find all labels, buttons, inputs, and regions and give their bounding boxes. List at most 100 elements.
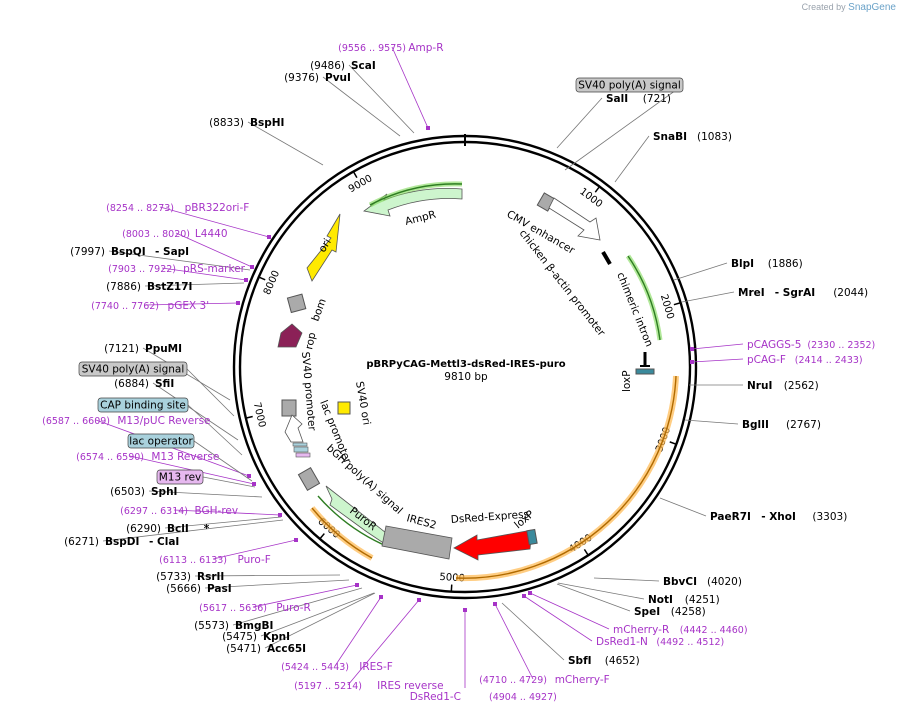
leader-line — [212, 539, 297, 560]
feature-bgh-box[interactable] — [297, 467, 321, 491]
site-label[interactable]: (5475)KpnI — [222, 631, 290, 643]
site-label[interactable]: SalI(721) — [606, 93, 671, 105]
site-position: (721) — [643, 93, 671, 105]
primer-label[interactable]: Puro-F(6113 .. 6133) — [159, 554, 271, 566]
leader-line — [148, 490, 263, 498]
site-label[interactable]: SnaBI(1083) — [653, 131, 732, 143]
primer-range: (4710 .. 4729) — [479, 675, 547, 686]
feature-tag[interactable]: M13 rev — [156, 469, 204, 485]
primer-label[interactable]: mCherry-R(4442 .. 4460) — [613, 624, 748, 636]
leader-lines — [95, 46, 744, 688]
leader-line — [523, 595, 593, 642]
primer-label[interactable]: pCAG-F(2414 .. 2433) — [747, 354, 863, 366]
feature-bom-box[interactable] — [286, 293, 307, 314]
primer-label[interactable]: pBR322ori-F(8254 .. 8273) — [106, 202, 249, 214]
site-label[interactable]: (6503)SphI — [110, 486, 177, 498]
site-position: (4020) — [707, 576, 742, 588]
site-label[interactable]: (7886)BstZ17I — [106, 281, 192, 293]
primer-label[interactable]: mCherry-F(4710 .. 4729) — [479, 674, 610, 686]
site-label[interactable]: (5573)BmgBI — [194, 620, 273, 632]
site-label[interactable]: (9486)ScaI — [310, 60, 376, 72]
site-label[interactable]: (7997)BspQI- SapI — [70, 246, 189, 258]
primer-label[interactable]: DsRed1-N(4492 .. 4512) — [596, 636, 724, 648]
leader-line — [194, 574, 341, 577]
feature-rop-arrow[interactable] — [277, 323, 303, 348]
feature-puror-orange-line — [311, 507, 373, 559]
primer-marker — [247, 474, 251, 478]
site-label[interactable]: (6271)BspDI- ClaI — [64, 536, 179, 548]
feature-sv40-promoter-box[interactable] — [281, 399, 297, 417]
site-label[interactable]: BlpI(1886) — [731, 258, 803, 270]
feature-rop-label: rop — [303, 331, 318, 351]
site-position: (6884) — [114, 378, 149, 390]
leader-line — [494, 603, 534, 680]
site-name: PasI — [207, 583, 232, 595]
primer-range: (5424 .. 5443) — [281, 662, 349, 673]
feature-tag[interactable]: CAP binding site — [97, 397, 189, 413]
primer-label[interactable]: IRES-F(5424 .. 5443) — [281, 661, 393, 673]
site-label[interactable]: (7121)PpuMI — [104, 343, 182, 355]
primer-name: M13 Reverse — [151, 451, 219, 463]
primer-label[interactable]: M13/pUC Reverse(6587 .. 6609) — [42, 415, 210, 427]
site-label[interactable]: SbfI(4652) — [568, 655, 640, 667]
primer-label[interactable]: pRS-marker(7903 .. 7922) — [108, 263, 246, 275]
leader-line — [144, 302, 239, 306]
leader-line — [347, 599, 420, 686]
primer-label[interactable]: pGEX 3'(7740 .. 7762) — [91, 300, 209, 312]
leader-line — [264, 592, 376, 649]
primer-label[interactable]: M13 Reverse(6574 .. 6590) — [76, 451, 219, 463]
site-label[interactable]: BglII(2767) — [742, 419, 821, 431]
primer-name: BGH-rev — [194, 505, 238, 517]
feature-loxp-bottom-box[interactable] — [526, 528, 538, 546]
primer-name: IRES reverse — [377, 680, 444, 692]
brand-watermark: Created by SnapGene — [802, 2, 896, 13]
site-label[interactable]: (5471)Acc65I — [226, 643, 306, 655]
primer-label[interactable]: pCAGGS-5(2330 .. 2352) — [747, 339, 875, 351]
primer-range: (4442 .. 4460) — [680, 625, 748, 636]
site-label[interactable]: NruI(2562) — [747, 380, 819, 392]
feature-ori-arrow[interactable] — [306, 213, 341, 282]
feature-cmv-arrow[interactable] — [548, 197, 601, 241]
site-label[interactable]: SpeI(4258) — [634, 606, 706, 618]
feature-m13-rev-box[interactable] — [295, 452, 311, 458]
feature-tag[interactable]: SV40 poly(A) signal — [78, 361, 188, 377]
primer-label[interactable]: IRES reverse(5197 .. 5214) — [294, 680, 443, 692]
feature-tag-label: CAP binding site — [100, 400, 186, 412]
primer-marker — [244, 278, 248, 282]
feature-puror-green-line — [317, 495, 385, 546]
primer-label[interactable]: L4440(8003 .. 8020) — [122, 228, 227, 240]
feature-dsred-arrow[interactable] — [453, 529, 533, 561]
primer-label[interactable]: BGH-rev(6297 .. 6314) — [120, 505, 238, 517]
feature-cap-site-box[interactable] — [292, 442, 308, 447]
feature-lac-promoter-arrow[interactable] — [284, 414, 304, 443]
feature-ampr-arrow[interactable] — [363, 188, 463, 217]
primer-name: Puro-F — [237, 554, 270, 566]
site-label[interactable]: PaeR7I- XhoI(3303) — [710, 511, 847, 523]
site-label[interactable]: (5733)RsrII — [156, 571, 224, 583]
feature-sv40-ori-box[interactable] — [337, 401, 351, 415]
primer-name: Amp-R — [408, 42, 443, 54]
site-label[interactable]: NotI(4251) — [648, 594, 720, 606]
site-label[interactable]: BbvCI(4020) — [663, 576, 742, 588]
feature-loxp-top-box[interactable] — [635, 368, 655, 375]
site-label[interactable]: (6884)SfiI — [114, 378, 174, 390]
primer-label[interactable]: DsRed1-C(4904 .. 4927) — [410, 691, 557, 703]
site-label[interactable]: (5666)PasI — [166, 583, 232, 595]
site-label[interactable]: (8833)BspHI — [209, 117, 284, 129]
primer-label[interactable]: Puro-R(5617 .. 5636) — [199, 602, 311, 614]
primer-marker — [294, 538, 298, 542]
leader-line — [247, 121, 324, 166]
primer-label[interactable]: Amp-R(9556 .. 9575) — [338, 42, 443, 54]
site-label[interactable]: (9376)PvuI — [284, 72, 351, 84]
feature-tag[interactable]: SV40 poly(A) signal — [575, 77, 684, 93]
feature-lac-operator-box[interactable] — [293, 446, 309, 453]
feature-ires2-box[interactable] — [381, 525, 453, 560]
site-label[interactable]: (6290)BclI* — [126, 523, 210, 535]
feature-tag[interactable]: lac operator — [127, 433, 195, 449]
site-name: BspDI — [105, 536, 139, 548]
primer-name: Puro-R — [276, 602, 311, 614]
primer-marker — [426, 126, 430, 130]
site-label[interactable]: MreI- SgrAI(2044) — [738, 287, 868, 299]
site-position: (2044) — [833, 287, 868, 299]
feature-tag-box — [156, 469, 204, 485]
